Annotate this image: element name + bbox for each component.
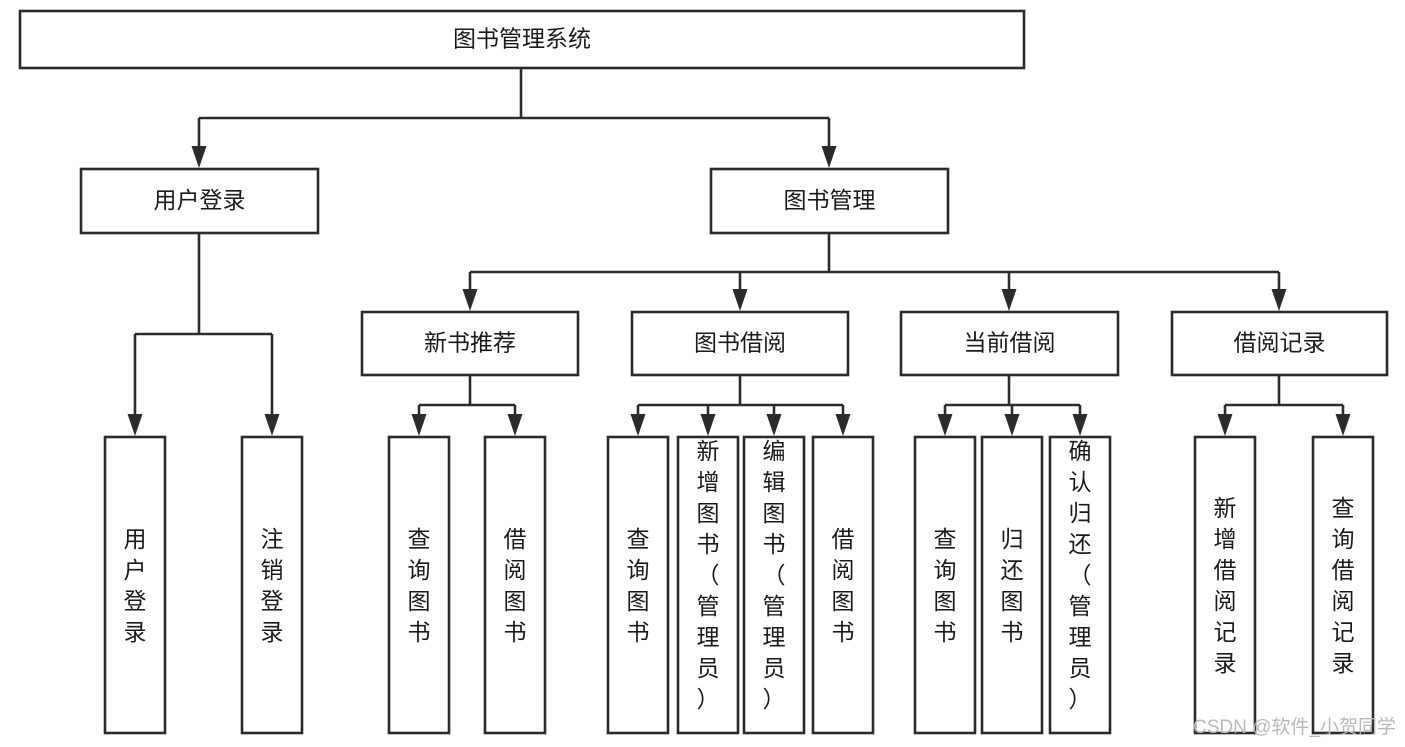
node-label-leaf-borrow-books: 借阅图书: [832, 526, 855, 645]
node-leaf-user-login[interactable]: 用户登录: [103, 435, 167, 735]
node-borrow-records[interactable]: 借阅记录: [1170, 310, 1389, 377]
connector-newbook-to-leaves: [411, 375, 523, 436]
node-leaf-edit-book-admin[interactable]: 编辑图书（管理员）: [742, 435, 806, 735]
node-leaf-return-books[interactable]: 归还图书: [980, 435, 1044, 735]
nodes-layer: 图书管理系统用户登录图书管理新书推荐图书借阅当前借阅借阅记录用户登录注销登录查询…: [18, 9, 1389, 735]
arrow-head-icon: [1001, 289, 1017, 311]
node-box-borrow-records[interactable]: [1170, 310, 1389, 377]
node-leaf-query-books-borrow[interactable]: 查询图书: [606, 435, 670, 735]
node-label-root: 图书管理系统: [453, 26, 591, 52]
node-leaf-query-books-current[interactable]: 查询图书: [913, 435, 977, 735]
node-label-book-borrow: 图书借阅: [694, 330, 786, 356]
arrow-head-icon: [821, 146, 837, 168]
arrow-head-icon: [1072, 414, 1088, 436]
node-label-leaf-edit-book-admin: 编辑图书（管理员）: [763, 438, 786, 712]
node-label-book-management: 图书管理: [784, 187, 876, 213]
node-label-leaf-user-login: 用户登录: [124, 526, 147, 645]
node-label-leaf-add-book-admin: 新增图书（管理员）: [697, 438, 720, 712]
arrow-head-icon: [462, 289, 478, 311]
node-label-current-borrow: 当前借阅: [964, 330, 1056, 356]
node-current-borrow[interactable]: 当前借阅: [899, 310, 1120, 377]
node-book-management[interactable]: 图书管理: [709, 167, 950, 235]
node-leaf-add-borrow-record[interactable]: 新增借阅记录: [1193, 435, 1257, 735]
node-box-current-borrow[interactable]: [899, 310, 1120, 377]
node-leaf-logout[interactable]: 注销登录: [240, 435, 304, 735]
arrow-head-icon: [264, 414, 280, 436]
node-box-leaf-borrow-books[interactable]: [811, 435, 875, 735]
node-label-leaf-query-books-new: 查询图书: [408, 526, 431, 645]
node-box-user-login[interactable]: [79, 167, 320, 235]
node-label-leaf-return-books: 归还图书: [1001, 526, 1024, 645]
connector-bookmgmt-to-level3: [462, 233, 1287, 311]
arrow-head-icon: [1335, 414, 1351, 436]
node-leaf-borrow-books-new[interactable]: 借阅图书: [483, 435, 547, 735]
arrow-head-icon: [835, 414, 851, 436]
csdn-watermark: CSDN @软件_小贺同学: [1193, 716, 1396, 738]
node-box-leaf-add-book-admin[interactable]: [676, 435, 740, 735]
connector-bookborrow-to-leaves: [630, 375, 851, 436]
node-label-new-book-recommend: 新书推荐: [424, 330, 516, 356]
node-box-leaf-confirm-return-admin[interactable]: [1048, 435, 1112, 735]
node-new-book-recommend[interactable]: 新书推荐: [360, 310, 580, 377]
node-box-leaf-borrow-books-new[interactable]: [483, 435, 547, 735]
node-leaf-query-borrow-record[interactable]: 查询借阅记录: [1311, 435, 1375, 735]
node-box-leaf-query-books-borrow[interactable]: [606, 435, 670, 735]
node-leaf-add-book-admin[interactable]: 新增图书（管理员）: [676, 435, 740, 735]
node-box-root[interactable]: [18, 9, 1026, 70]
arrow-head-icon: [1217, 414, 1233, 436]
connector-borrowrecords-to-leaves: [1217, 375, 1351, 436]
arrow-head-icon: [732, 289, 748, 311]
node-leaf-confirm-return-admin[interactable]: 确认归还（管理员）: [1048, 435, 1112, 735]
node-box-leaf-user-login[interactable]: [103, 435, 167, 735]
node-leaf-query-books-new[interactable]: 查询图书: [387, 435, 451, 735]
node-label-leaf-query-books-current: 查询图书: [934, 526, 957, 645]
node-box-leaf-return-books[interactable]: [980, 435, 1044, 735]
node-label-leaf-add-borrow-record: 新增借阅记录: [1214, 495, 1237, 676]
node-label-leaf-query-books-borrow: 查询图书: [627, 526, 650, 645]
node-box-leaf-add-borrow-record[interactable]: [1193, 435, 1257, 735]
node-box-leaf-edit-book-admin[interactable]: [742, 435, 806, 735]
arrow-head-icon: [1271, 289, 1287, 311]
arrow-head-icon: [700, 414, 716, 436]
node-box-leaf-query-borrow-record[interactable]: [1311, 435, 1375, 735]
arrow-head-icon: [411, 414, 427, 436]
node-label-leaf-logout: 注销登录: [261, 526, 284, 645]
connector-root-to-level2: [191, 68, 837, 168]
connector-currentborrow-to-leaves: [937, 375, 1088, 436]
arrow-head-icon: [127, 414, 143, 436]
arrow-head-icon: [1004, 414, 1020, 436]
arrow-head-icon: [630, 414, 646, 436]
connector-userlogin-to-leaves: [127, 233, 280, 436]
node-leaf-borrow-books[interactable]: 借阅图书: [811, 435, 875, 735]
node-user-login[interactable]: 用户登录: [79, 167, 320, 235]
arrow-head-icon: [507, 414, 523, 436]
arrow-head-icon: [937, 414, 953, 436]
node-box-leaf-logout[interactable]: [240, 435, 304, 735]
node-root[interactable]: 图书管理系统: [18, 9, 1026, 70]
node-label-leaf-confirm-return-admin: 确认归还（管理员）: [1069, 438, 1092, 712]
node-label-leaf-query-borrow-record: 查询借阅记录: [1332, 495, 1355, 676]
node-box-book-management[interactable]: [709, 167, 950, 235]
node-box-new-book-recommend[interactable]: [360, 310, 580, 377]
node-box-leaf-query-books-new[interactable]: [387, 435, 451, 735]
arrow-head-icon: [766, 414, 782, 436]
node-book-borrow[interactable]: 图书借阅: [630, 310, 850, 377]
connectors-layer: [127, 68, 1351, 436]
node-label-borrow-records: 借阅记录: [1234, 330, 1326, 356]
node-label-user-login: 用户登录: [154, 187, 246, 213]
node-box-leaf-query-books-current[interactable]: [913, 435, 977, 735]
arrow-head-icon: [191, 146, 207, 168]
node-box-book-borrow[interactable]: [630, 310, 850, 377]
node-label-leaf-borrow-books-new: 借阅图书: [504, 526, 527, 645]
